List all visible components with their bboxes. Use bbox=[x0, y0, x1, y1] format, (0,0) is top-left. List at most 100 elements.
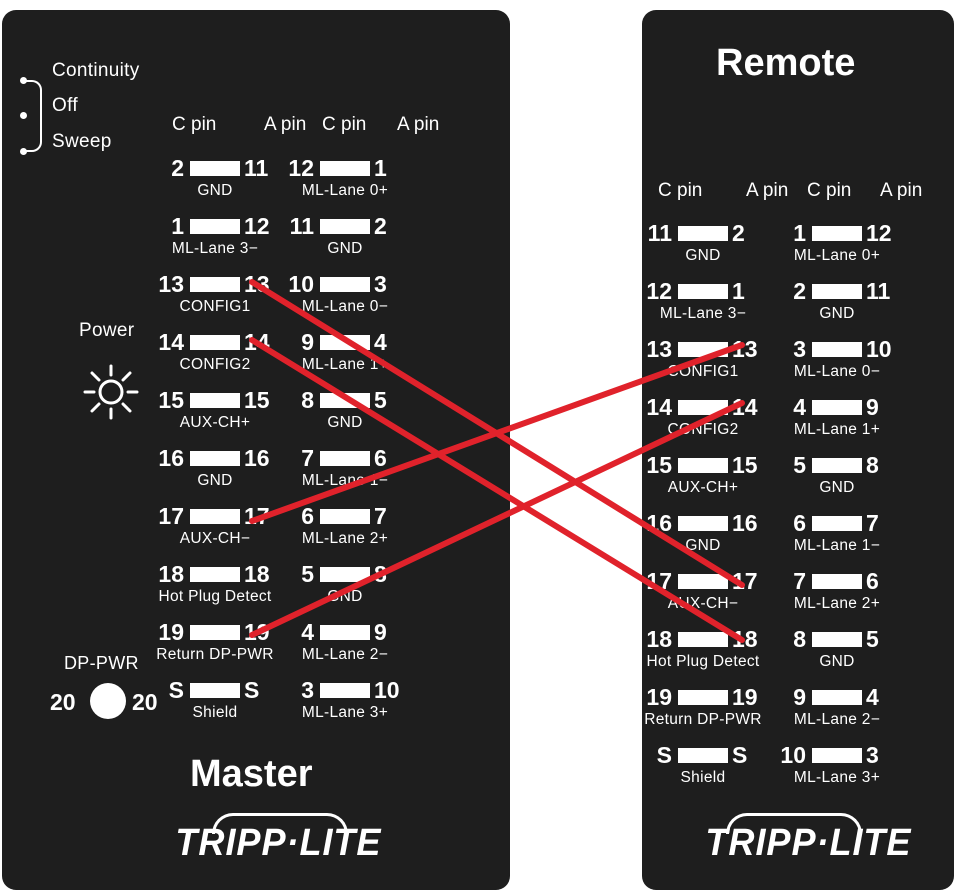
c-pin-number: 9 bbox=[301, 329, 314, 355]
master-title: Master bbox=[190, 753, 313, 795]
pin-slot bbox=[812, 574, 862, 589]
signal-label: ML-Lane 2− bbox=[793, 711, 881, 728]
pin-slot bbox=[190, 277, 240, 292]
signal-label: ML-Lane 3+ bbox=[301, 704, 389, 721]
header-a-pin-1: A pin bbox=[264, 114, 307, 135]
pin-slot bbox=[190, 509, 240, 524]
signal-label: ML-Lane 0− bbox=[793, 363, 881, 380]
a-pin-number: S bbox=[244, 677, 260, 703]
switch-position-off[interactable] bbox=[20, 112, 27, 119]
signal-label: ML-Lane 0− bbox=[301, 298, 389, 315]
a-pin-number: 7 bbox=[374, 503, 387, 529]
header-c-pin-1: C pin bbox=[172, 114, 217, 135]
c-pin-number: 5 bbox=[793, 452, 806, 478]
c-pin-number: 11 bbox=[289, 213, 314, 239]
signal-label: GND bbox=[685, 537, 721, 554]
a-pin-number: 2 bbox=[732, 220, 745, 246]
signal-label: GND bbox=[327, 240, 363, 257]
c-pin-number: 2 bbox=[793, 278, 806, 304]
a-pin-number: 5 bbox=[866, 626, 879, 652]
c-pin-number: 12 bbox=[646, 278, 672, 304]
switch-position-sweep[interactable] bbox=[20, 148, 27, 155]
pin-slot bbox=[678, 226, 728, 241]
signal-label: ML-Lane 1+ bbox=[301, 356, 389, 373]
c-pin-number: 8 bbox=[301, 387, 314, 413]
c-pin-number: 1 bbox=[793, 220, 806, 246]
mode-switch[interactable] bbox=[24, 80, 42, 152]
a-pin-number: 2 bbox=[374, 213, 387, 239]
pin-slot bbox=[678, 284, 728, 299]
pin-slot bbox=[678, 458, 728, 473]
master-panel: Continuity Off Sweep Power DP-PWR 20 20 … bbox=[2, 10, 510, 890]
dp-pwr-left-pin: 20 bbox=[50, 689, 76, 715]
signal-label: GND bbox=[819, 479, 855, 496]
pin-slot bbox=[678, 574, 728, 589]
c-pin-number: 10 bbox=[780, 742, 806, 768]
pin-slot bbox=[320, 683, 370, 698]
pin-slot bbox=[812, 458, 862, 473]
wire-return-dp-pwr-to-config2 bbox=[249, 400, 745, 638]
signal-label: GND bbox=[197, 182, 233, 199]
pin-slot bbox=[190, 567, 240, 582]
c-pin-number: 3 bbox=[793, 336, 806, 362]
header-a-pin-1: A pin bbox=[746, 180, 789, 201]
pin-slot bbox=[320, 567, 370, 582]
header-a-pin-2: A pin bbox=[880, 180, 923, 201]
c-pin-number: 19 bbox=[158, 619, 184, 645]
wire-config2-to-hot-plug-detect bbox=[249, 337, 745, 643]
a-pin-number: 11 bbox=[866, 278, 891, 304]
c-pin-number: 15 bbox=[158, 387, 184, 413]
signal-label: ML-Lane 3− bbox=[171, 240, 259, 257]
c-pin-number: 13 bbox=[158, 271, 184, 297]
c-pin-number: S bbox=[656, 742, 672, 768]
c-pin-number: 3 bbox=[301, 677, 314, 703]
pin-slot bbox=[678, 632, 728, 647]
c-pin-number: 4 bbox=[793, 394, 806, 420]
signal-label: ML-Lane 1+ bbox=[793, 421, 881, 438]
signal-label: ML-Lane 1− bbox=[793, 537, 881, 554]
c-pin-number: 17 bbox=[158, 503, 184, 529]
a-pin-number: 15 bbox=[732, 452, 758, 478]
signal-label: ML-Lane 0+ bbox=[793, 247, 881, 264]
c-pin-number: 1 bbox=[171, 213, 184, 239]
pin-slot bbox=[678, 516, 728, 531]
pin-slot bbox=[812, 748, 862, 763]
signal-label: GND bbox=[685, 247, 721, 264]
signal-label: GND bbox=[819, 305, 855, 322]
pin-slot bbox=[812, 342, 862, 357]
a-pin-number: 4 bbox=[374, 329, 387, 355]
signal-label: CONFIG2 bbox=[667, 421, 739, 438]
signal-label: CONFIG1 bbox=[179, 298, 251, 315]
c-pin-number: 6 bbox=[793, 510, 806, 536]
a-pin-number: 9 bbox=[866, 394, 879, 420]
switch-position-continuity[interactable] bbox=[20, 77, 27, 84]
a-pin-number: 7 bbox=[866, 510, 879, 536]
pin-slot bbox=[320, 451, 370, 466]
signal-label: ML-Lane 0+ bbox=[301, 182, 389, 199]
c-pin-number: 13 bbox=[646, 336, 672, 362]
tripp-lite-logo: TRIPP·LITE bbox=[175, 822, 382, 864]
header-c-pin-2: C pin bbox=[807, 180, 852, 201]
c-pin-number: 11 bbox=[647, 220, 672, 246]
pin-slot bbox=[678, 690, 728, 705]
pin-slot bbox=[190, 625, 240, 640]
dp-pwr-label: DP-PWR bbox=[64, 653, 139, 673]
pin-slot bbox=[190, 451, 240, 466]
switch-label-off: Off bbox=[52, 95, 78, 116]
a-pin-number: 8 bbox=[866, 452, 879, 478]
header-a-pin-2: A pin bbox=[397, 114, 440, 135]
a-pin-number: 5 bbox=[374, 387, 387, 413]
c-pin-number: 6 bbox=[301, 503, 314, 529]
c-pin-number: 7 bbox=[301, 445, 314, 471]
signal-label: AUX-CH+ bbox=[667, 479, 739, 496]
pin-slot bbox=[320, 219, 370, 234]
signal-label: CONFIG2 bbox=[179, 356, 251, 373]
a-pin-number: 6 bbox=[866, 568, 879, 594]
c-pin-number: 19 bbox=[646, 684, 672, 710]
tripp-lite-logo: TRIPP·LITE bbox=[705, 822, 912, 864]
c-pin-number: S bbox=[168, 677, 184, 703]
signal-label: Shield bbox=[192, 704, 238, 721]
dp-pwr-led bbox=[90, 683, 126, 719]
signal-label: GND bbox=[327, 414, 363, 431]
